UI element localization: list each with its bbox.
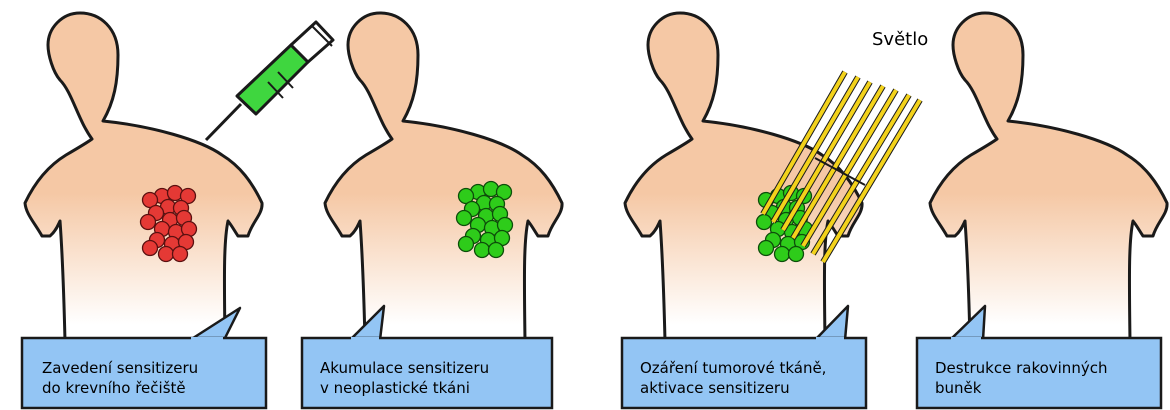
torso-4 (930, 13, 1167, 341)
cell (459, 237, 474, 252)
caption-1-line-1: Zavedení sensitizeru (42, 359, 198, 377)
cell (759, 241, 774, 256)
syringe-icon (206, 22, 333, 140)
panel-4: Destrukce rakovinných buněk (917, 13, 1167, 408)
cell (173, 247, 188, 262)
caption-1-line-2: do krevního řečiště (42, 379, 186, 397)
cell (475, 243, 490, 258)
caption-3-line-2: aktivace sensitizeru (640, 379, 790, 397)
torso-2 (325, 13, 562, 341)
cell (457, 211, 472, 226)
cell (789, 247, 804, 262)
caption-3-line-1: Ozáření tumorové tkáně, (640, 359, 826, 377)
light-label: Světlo (872, 29, 928, 50)
panel-1: Zavedení sensitizeru do krevního řečiště (22, 13, 333, 408)
torso-1 (25, 13, 262, 341)
cell (141, 215, 156, 230)
cell (159, 247, 174, 262)
caption-2-line-2: v neoplastické tkáni (320, 379, 470, 397)
panel-2: Akumulace sensitizeru v neoplastické tká… (302, 13, 562, 408)
cell (143, 241, 158, 256)
cell (489, 243, 504, 258)
cell (757, 215, 772, 230)
cell (775, 247, 790, 262)
caption-4-line-2: buněk (935, 379, 982, 397)
caption-4-line-1: Destrukce rakovinných (935, 359, 1107, 377)
caption-2-line-1: Akumulace sensitizeru (320, 359, 489, 377)
panel-3: Ozáření tumorové tkáně, aktivace sensiti… (622, 13, 920, 408)
